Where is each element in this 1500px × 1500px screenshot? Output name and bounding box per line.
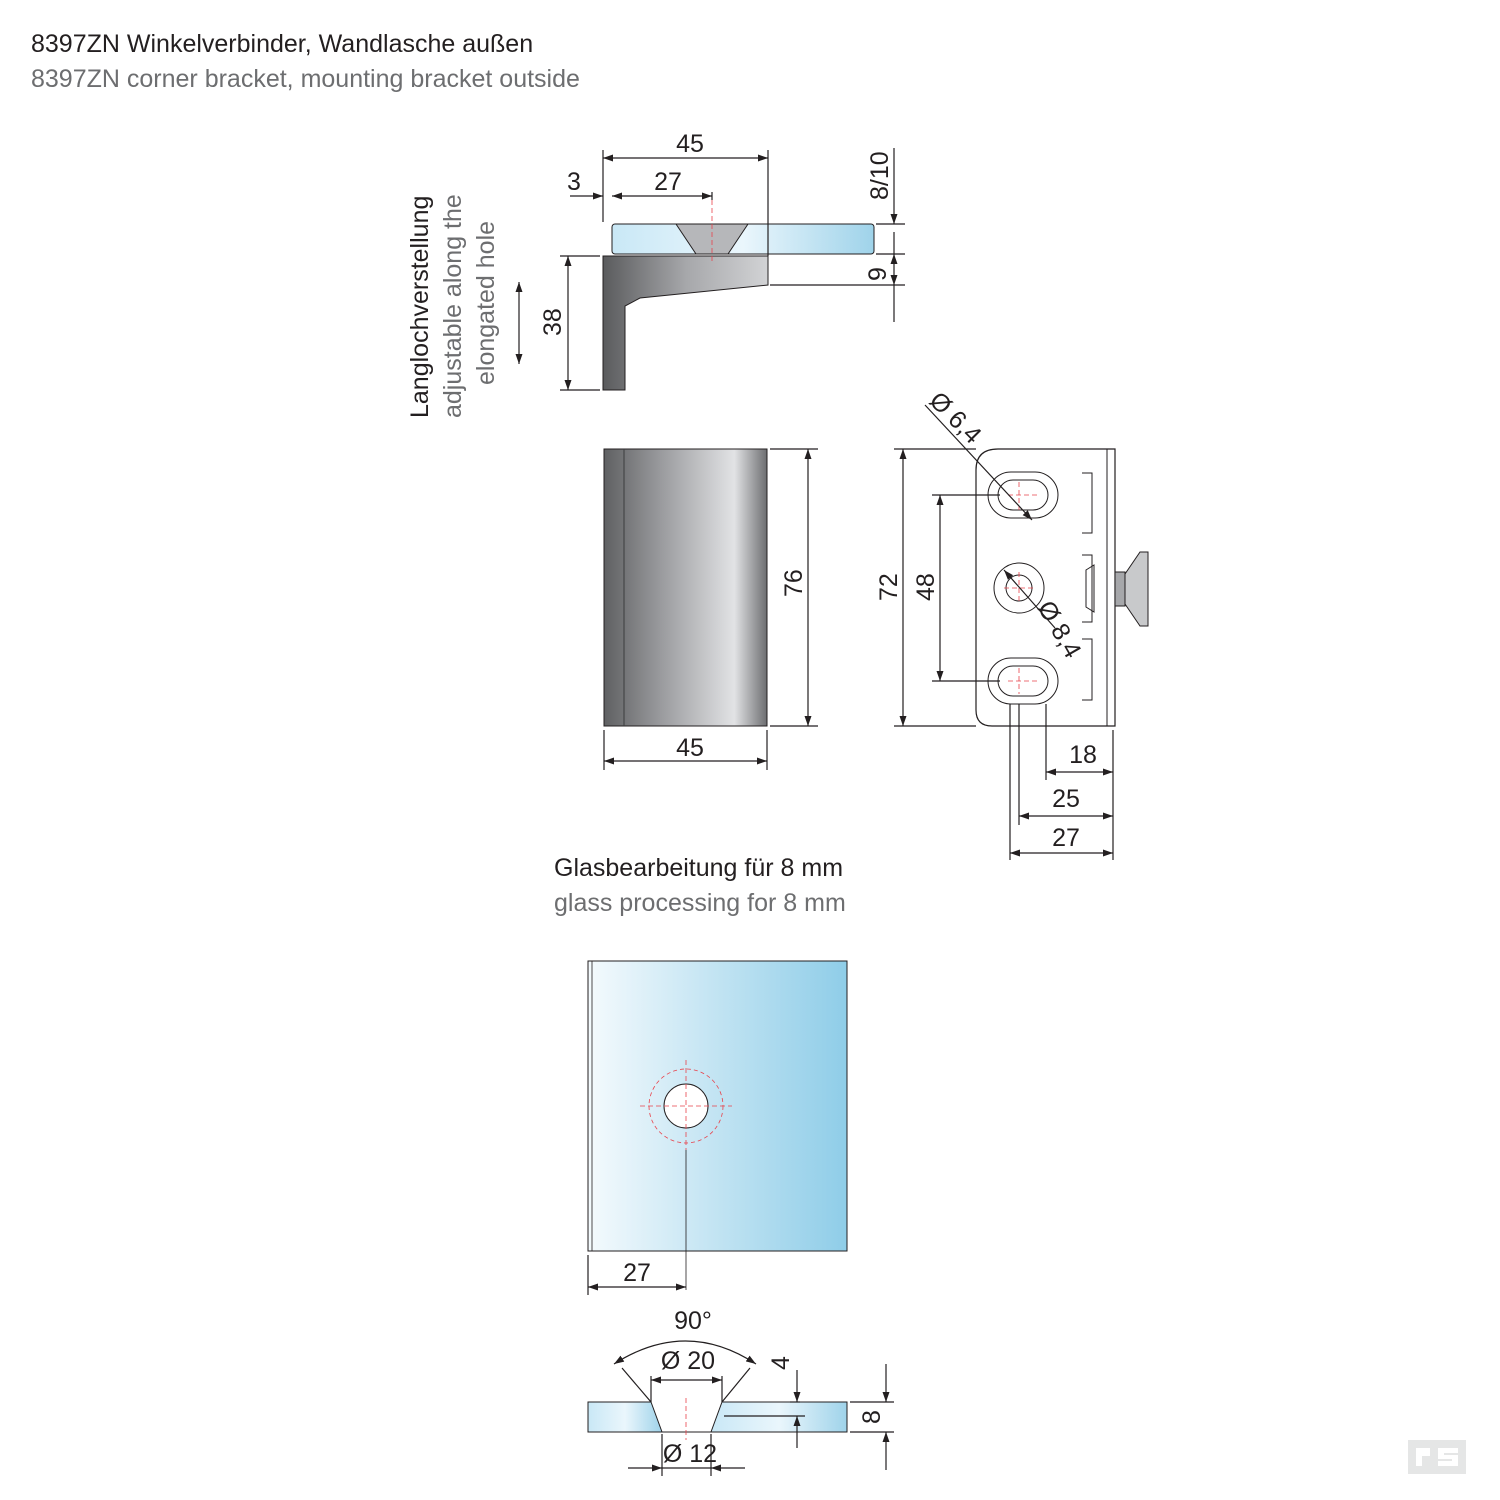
countersunk-screw	[675, 223, 749, 255]
plate-dim-27: 27	[1052, 824, 1080, 852]
side-dim-38: 38	[539, 308, 567, 336]
glass-dim-27: 27	[623, 1259, 651, 1287]
glass-heading-german: Glasbearbeitung für 8 mm	[554, 854, 843, 882]
side-note-english-2: elongated hole	[472, 221, 500, 385]
plate-dim-dia-6-4: Ø 6,4	[924, 386, 987, 449]
glass-panel	[587, 960, 848, 1252]
glass-dim-4: 4	[767, 1356, 795, 1370]
glass-section-left	[587, 1401, 663, 1433]
glass-heading-english: glass processing for 8 mm	[554, 889, 846, 917]
plate-view: Ø 6,4 Ø 8,4 72 48 18 25 27	[875, 386, 1149, 860]
side-dim-8-10: 8/10	[866, 151, 894, 200]
bracket-front	[603, 448, 768, 727]
glass-hole	[663, 1083, 709, 1129]
glass-section-right	[710, 1401, 848, 1433]
bracket-section	[602, 255, 769, 391]
brand-logo	[1408, 1440, 1466, 1474]
side-view: Langlochverstellung adjustable along the…	[406, 130, 905, 418]
front-dim-76: 76	[780, 569, 808, 597]
glass-dim-dia-20: Ø 20	[661, 1347, 715, 1375]
glass-dim-8: 8	[858, 1410, 886, 1424]
glass-dim-dia-12: Ø 12	[663, 1440, 717, 1468]
front-view: 76 45	[603, 448, 818, 770]
side-note-english-1: adjustable along the	[439, 194, 467, 418]
glass-dim-90-degree: 90°	[674, 1307, 712, 1335]
glass-processing: Glasbearbeitung für 8 mm glass processin…	[554, 854, 894, 1476]
side-dim-9: 9	[864, 267, 892, 281]
plate-dim-25: 25	[1052, 785, 1080, 813]
plate-dim-72: 72	[875, 573, 903, 601]
front-dim-45: 45	[676, 734, 704, 762]
plate-dim-18: 18	[1069, 741, 1097, 769]
title-german: 8397ZN Winkelverbinder, Wandlasche außen	[31, 30, 534, 58]
plate-dim-48: 48	[912, 573, 940, 601]
side-note-german: Langlochverstellung	[406, 196, 434, 418]
title-english: 8397ZN corner bracket, mounting bracket …	[31, 65, 580, 93]
center-hole-outer	[993, 562, 1045, 614]
side-dim-3: 3	[567, 168, 581, 196]
side-dim-27: 27	[654, 168, 682, 196]
screw-head	[1124, 551, 1149, 627]
side-dim-45: 45	[676, 130, 704, 158]
